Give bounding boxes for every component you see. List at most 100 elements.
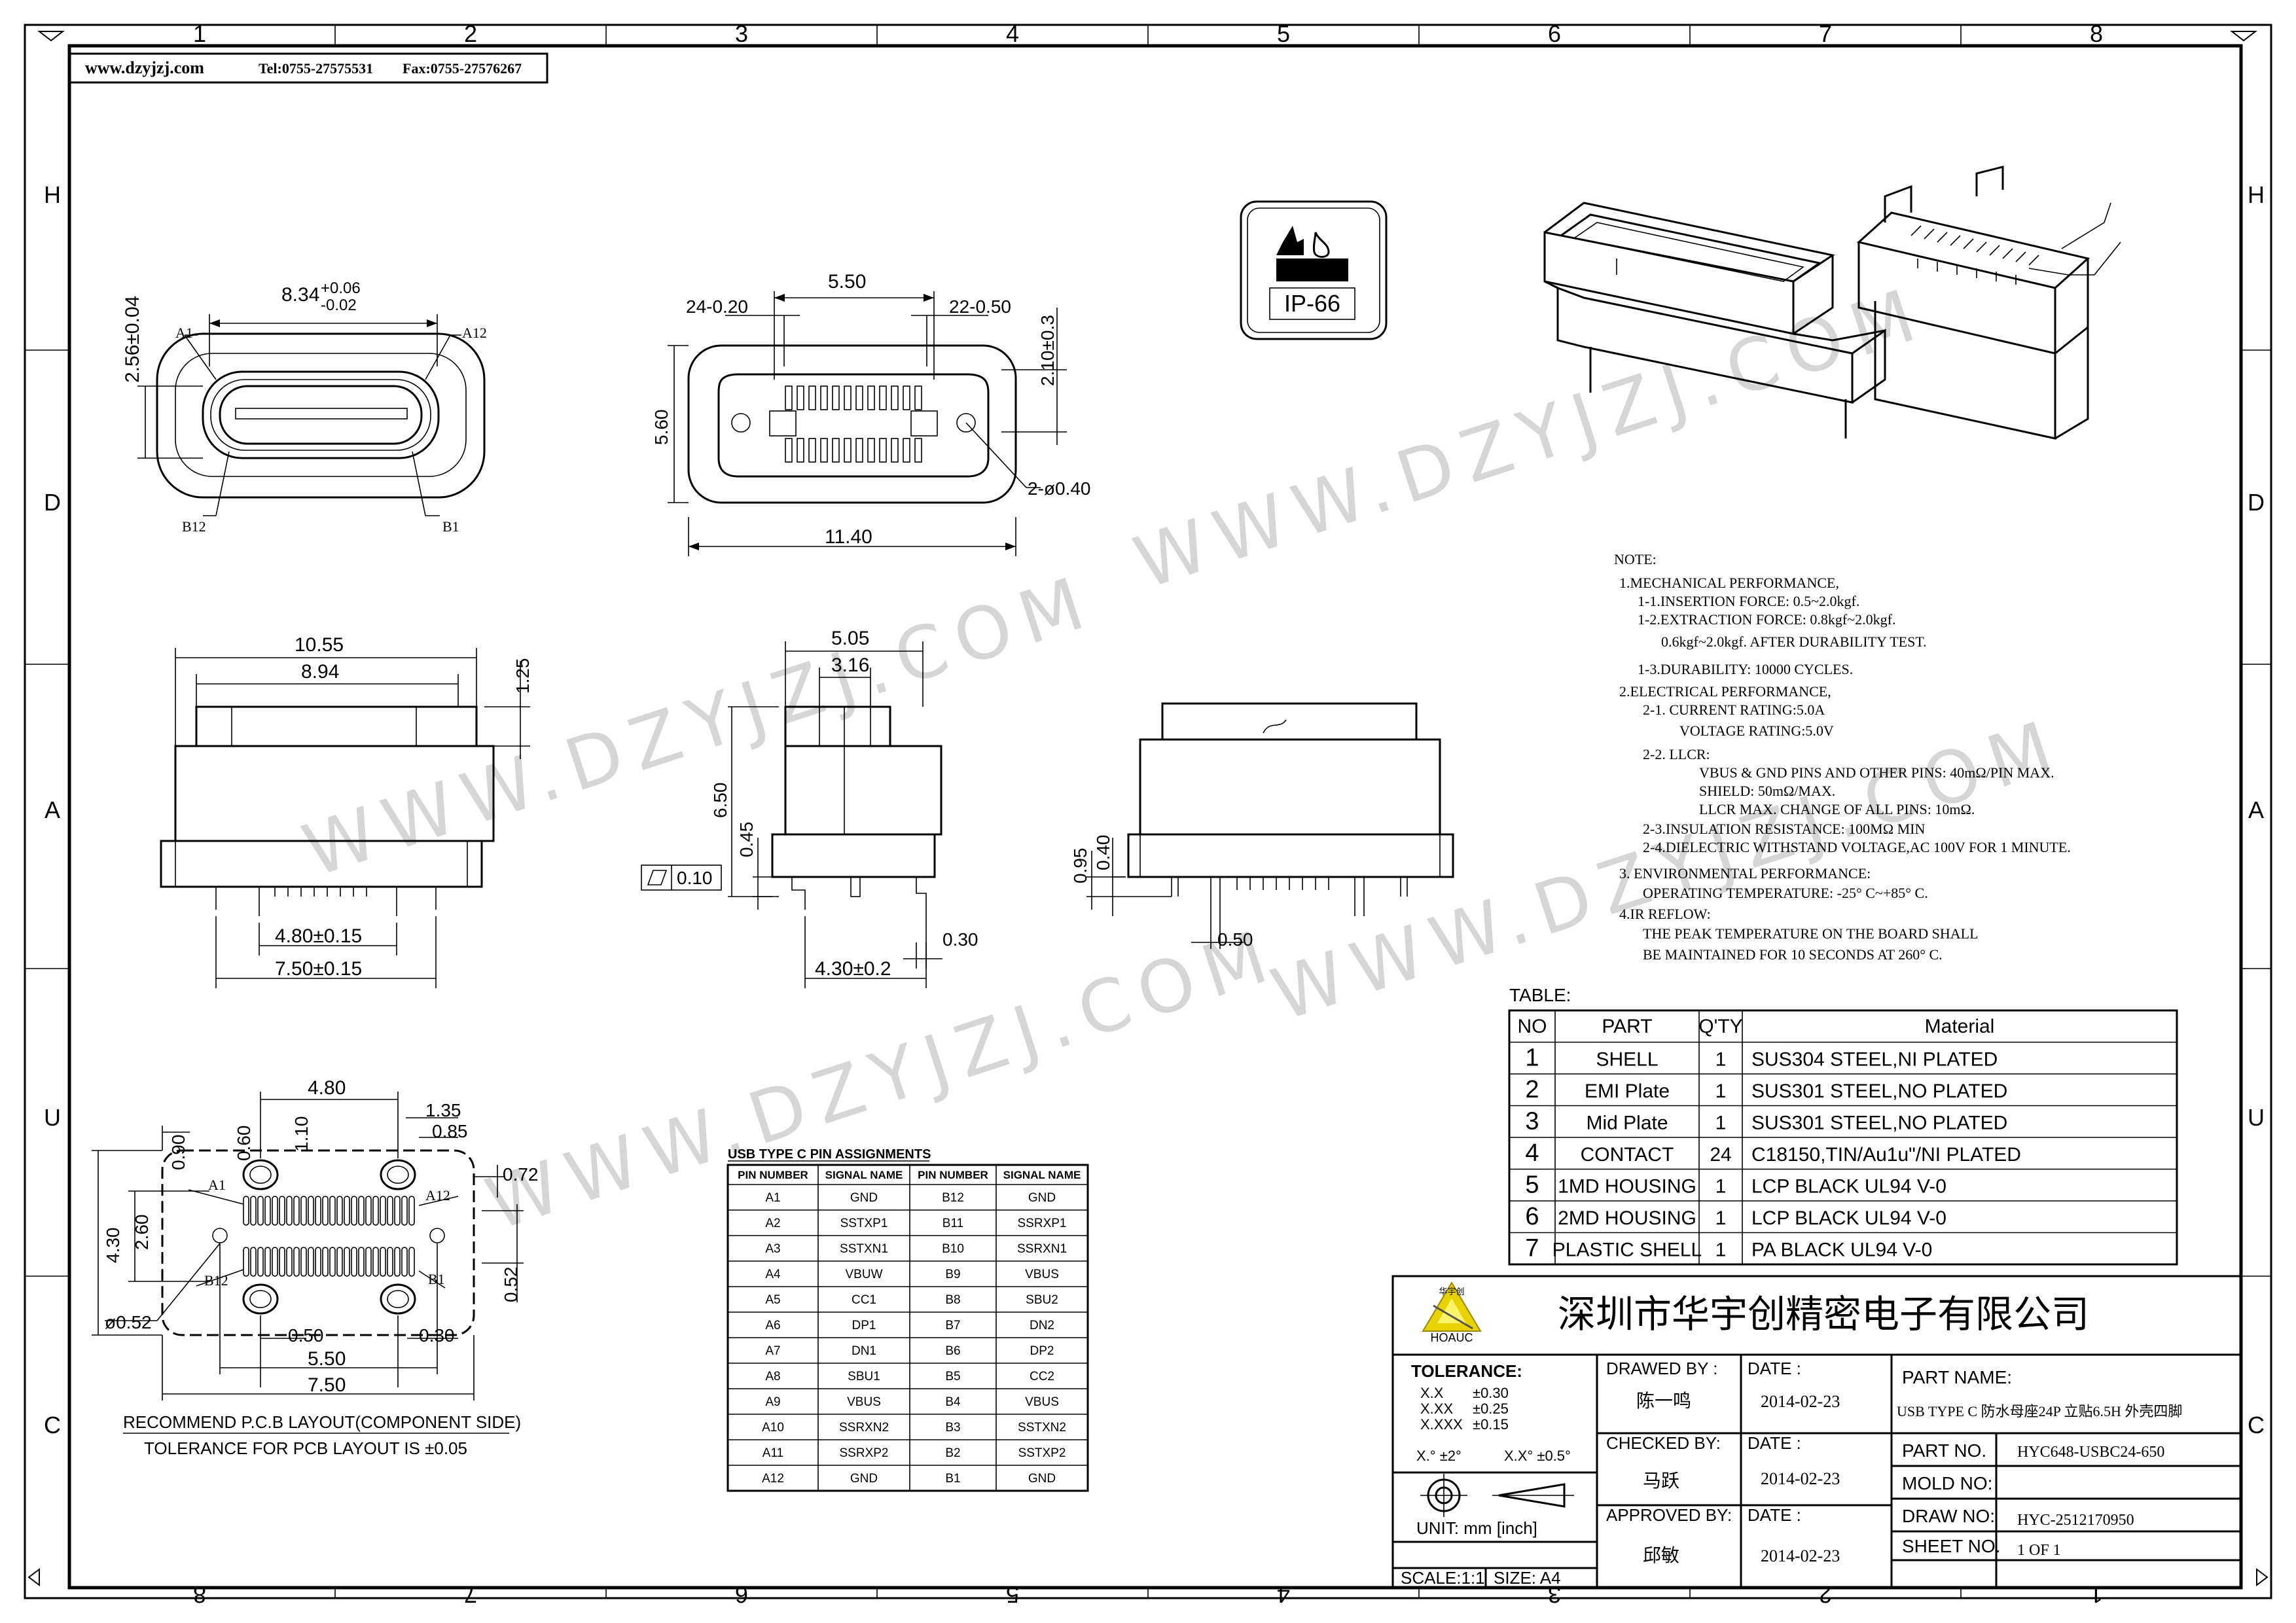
pin-table-cell: B9 (945, 1268, 960, 1281)
note-line: 1-2.EXTRACTION FORCE: 0.8kgf~2.0kgf. (1638, 611, 1895, 628)
pin-table-cell: SSTXP2 (1018, 1446, 1066, 1460)
side-view-1: 10.55 8.94 1.25 4.80±0.15 7.50±0.15 (160, 634, 533, 988)
pin-table-cell: A6 (765, 1319, 780, 1332)
pin-table-cell: A8 (765, 1370, 780, 1383)
zone-col-label: 3 (735, 20, 748, 47)
note-line: 0.6kgf~2.0kgf. AFTER DURABILITY TEST. (1661, 633, 1927, 650)
corner-arrow (2256, 1568, 2269, 1586)
pin-table-cell: SSTXN2 (1018, 1421, 1066, 1435)
unit-text: UNIT: mm [inch] (1416, 1518, 1537, 1538)
dim-10-55: 10.55 (295, 634, 344, 656)
dim-flatness: 0.10 (677, 868, 713, 888)
ip-label: IP-66 (1284, 290, 1340, 317)
pin-table-cell: B11 (942, 1217, 963, 1230)
pcb-pad (358, 1196, 365, 1226)
contact-pin (808, 438, 816, 463)
bom-cell: 1 (1715, 1207, 1727, 1229)
pcb-tolerance: TOLERANCE FOR PCB LAYOUT IS ±0.05 (144, 1438, 467, 1458)
pin-table-cell: A3 (765, 1242, 780, 1256)
zone-col-label: 1 (2090, 1581, 2103, 1608)
drawn-by: 陈一鸣 (1636, 1391, 1691, 1412)
pcb-pad (380, 1196, 386, 1226)
dim-5-60: 5.60 (651, 410, 672, 446)
bom-cell: 4 (1525, 1139, 1539, 1167)
pin-table-cell: A10 (762, 1421, 784, 1435)
pcb-pad (243, 1247, 249, 1277)
contact-pin (785, 438, 793, 463)
draw-no: HYC-2512170950 (2017, 1512, 2134, 1529)
pcb-pad (401, 1247, 408, 1277)
isometric-view-1 (1543, 202, 1886, 438)
pcb-pad (279, 1247, 285, 1277)
pcb-dim-0-50: 0.50 (288, 1325, 324, 1346)
contact-pin (903, 438, 910, 463)
zone-col-label: 6 (735, 1581, 748, 1608)
pcb-pad (394, 1196, 401, 1226)
water-icon (1276, 259, 1348, 281)
contact-pin (879, 385, 887, 410)
dim-4-80: 4.80±0.15 (275, 925, 362, 947)
pcb-dim-0-60: 0.60 (234, 1126, 254, 1162)
pin-table-cell: SSRXP1 (1018, 1217, 1067, 1230)
pcb-pad (250, 1196, 257, 1226)
note-line: VOLTAGE RATING:5.0V (1679, 722, 1834, 739)
bom-cell: 24 (1710, 1144, 1731, 1166)
note-line: 1-3.DURABILITY: 10000 CYCLES. (1638, 661, 1853, 677)
note-line: 2.ELECTRICAL PERFORMANCE, (1619, 683, 1831, 700)
pcb-pin-a12: A12 (425, 1187, 450, 1204)
pin-table-cell: DP1 (852, 1319, 876, 1332)
note-line: 2-4.DIELECTRIC WITHSTAND VOLTAGE,AC 100V… (1643, 839, 2071, 855)
pcb-dim-1-10: 1.10 (291, 1116, 312, 1152)
bom-header: Q'TY (1698, 1016, 1742, 1037)
website-text: www.dzyjzj.com (85, 58, 204, 77)
pin-table-cell: A7 (765, 1344, 780, 1358)
zone-row-label: D (2248, 489, 2265, 516)
zone-col-label: 1 (193, 20, 206, 47)
pcb-dim-4-30: 4.30 (103, 1228, 123, 1264)
dim-0-40: 0.40 (1093, 835, 1113, 871)
company-name: 深圳市华宇创精密电子有限公司 (1558, 1293, 2089, 1336)
pcb-pad (272, 1247, 278, 1277)
contact-pin (844, 438, 852, 463)
pin-table-cell: A12 (762, 1472, 784, 1486)
bom-cell: 7 (1525, 1235, 1539, 1262)
drawn-by-label: DRAWED BY : (1606, 1359, 1717, 1378)
pcb-dim-0-72: 0.72 (503, 1164, 539, 1185)
date-label-3: DATE : (1748, 1505, 1801, 1525)
dim-1-25: 1.25 (512, 658, 533, 694)
pin-table-header: SIGNAL NAME (1003, 1169, 1081, 1181)
bom-cell: 2 (1525, 1076, 1539, 1103)
pcb-pad (322, 1247, 329, 1277)
bom-cell: 1 (1525, 1044, 1539, 1072)
pcb-pad (336, 1247, 343, 1277)
zone-col-label: 2 (1819, 1581, 1832, 1608)
pcb-caption: RECOMMEND P.C.B LAYOUT(COMPONENT SIDE) (123, 1412, 521, 1432)
pin-table-cell: VBUW (846, 1268, 883, 1281)
dim-7-50: 7.50±0.15 (275, 958, 362, 980)
pcb-pad (264, 1247, 271, 1277)
pcb-pad (300, 1247, 307, 1277)
front-view: 8.34 +0.06 -0.02 2.56±0.04 A1 A12 B12 B1 (122, 279, 487, 535)
bom-cell: 1 (1715, 1240, 1727, 1261)
pin-table-cell: SSRXP2 (840, 1446, 889, 1460)
ip66-badge: IP-66 (1240, 200, 1388, 340)
contact-pin (903, 385, 910, 410)
date-1: 2014-02-23 (1761, 1392, 1840, 1411)
pcb-pad (250, 1247, 257, 1277)
pin-table-cell: CC2 (1030, 1370, 1054, 1383)
pcb-pad (344, 1196, 350, 1226)
notes: NOTE:1.MECHANICAL PERFORMANCE,1-1.INSERT… (1614, 551, 2071, 963)
note-line: 3. ENVIRONMENTAL PERFORMANCE: (1619, 865, 1871, 882)
pin-table-cell: SSRXN1 (1017, 1242, 1067, 1256)
tol-xx-val: ±0.25 (1473, 1400, 1509, 1417)
zone-row-label: U (2248, 1104, 2265, 1131)
dim-5-50: 5.50 (828, 271, 866, 293)
approved-by: 邱敏 (1643, 1545, 1679, 1566)
zone-row-label: H (2248, 181, 2265, 208)
contact-pin (914, 385, 922, 410)
pin-table-cell: DP2 (1030, 1344, 1054, 1358)
pin-b1: B1 (442, 518, 459, 535)
pcb-pad (365, 1196, 372, 1226)
pcb-pad (329, 1247, 336, 1277)
